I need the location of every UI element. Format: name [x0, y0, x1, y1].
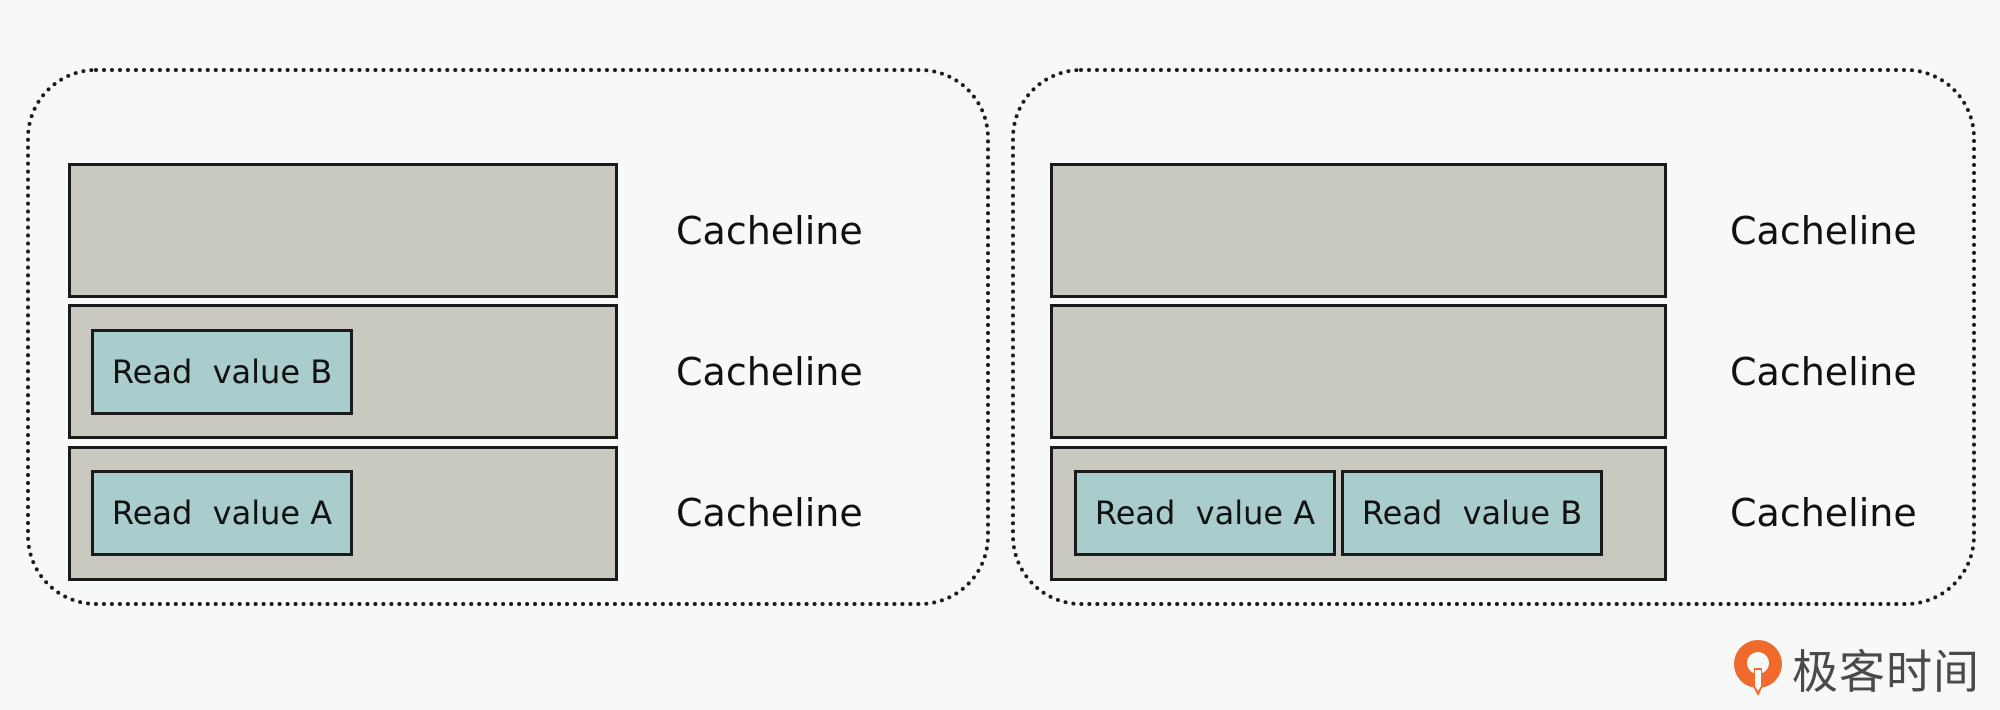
right-cacheline-2-label: Cacheline	[1730, 350, 1917, 394]
left-cacheline-3-label: Cacheline	[676, 491, 863, 535]
right-cache-panel	[1011, 68, 1976, 606]
brand-watermark: 极客时间	[1728, 636, 1980, 702]
right-cacheline-2	[1050, 304, 1667, 439]
geektime-logo-icon	[1734, 640, 1782, 696]
brand-name: 极客时间	[1792, 645, 1980, 699]
left-read-value-b: Read value B	[91, 329, 353, 415]
right-read-value-b: Read value B	[1341, 470, 1603, 556]
left-cache-panel	[26, 68, 990, 606]
right-cacheline-3-label: Cacheline	[1730, 491, 1917, 535]
left-read-value-a: Read value A	[91, 470, 353, 556]
left-cacheline-1	[68, 163, 618, 298]
right-read-value-a: Read value A	[1074, 470, 1336, 556]
right-cacheline-1-label: Cacheline	[1730, 209, 1917, 253]
left-cacheline-1-label: Cacheline	[676, 209, 863, 253]
right-cacheline-1	[1050, 163, 1667, 298]
left-cacheline-2-label: Cacheline	[676, 350, 863, 394]
